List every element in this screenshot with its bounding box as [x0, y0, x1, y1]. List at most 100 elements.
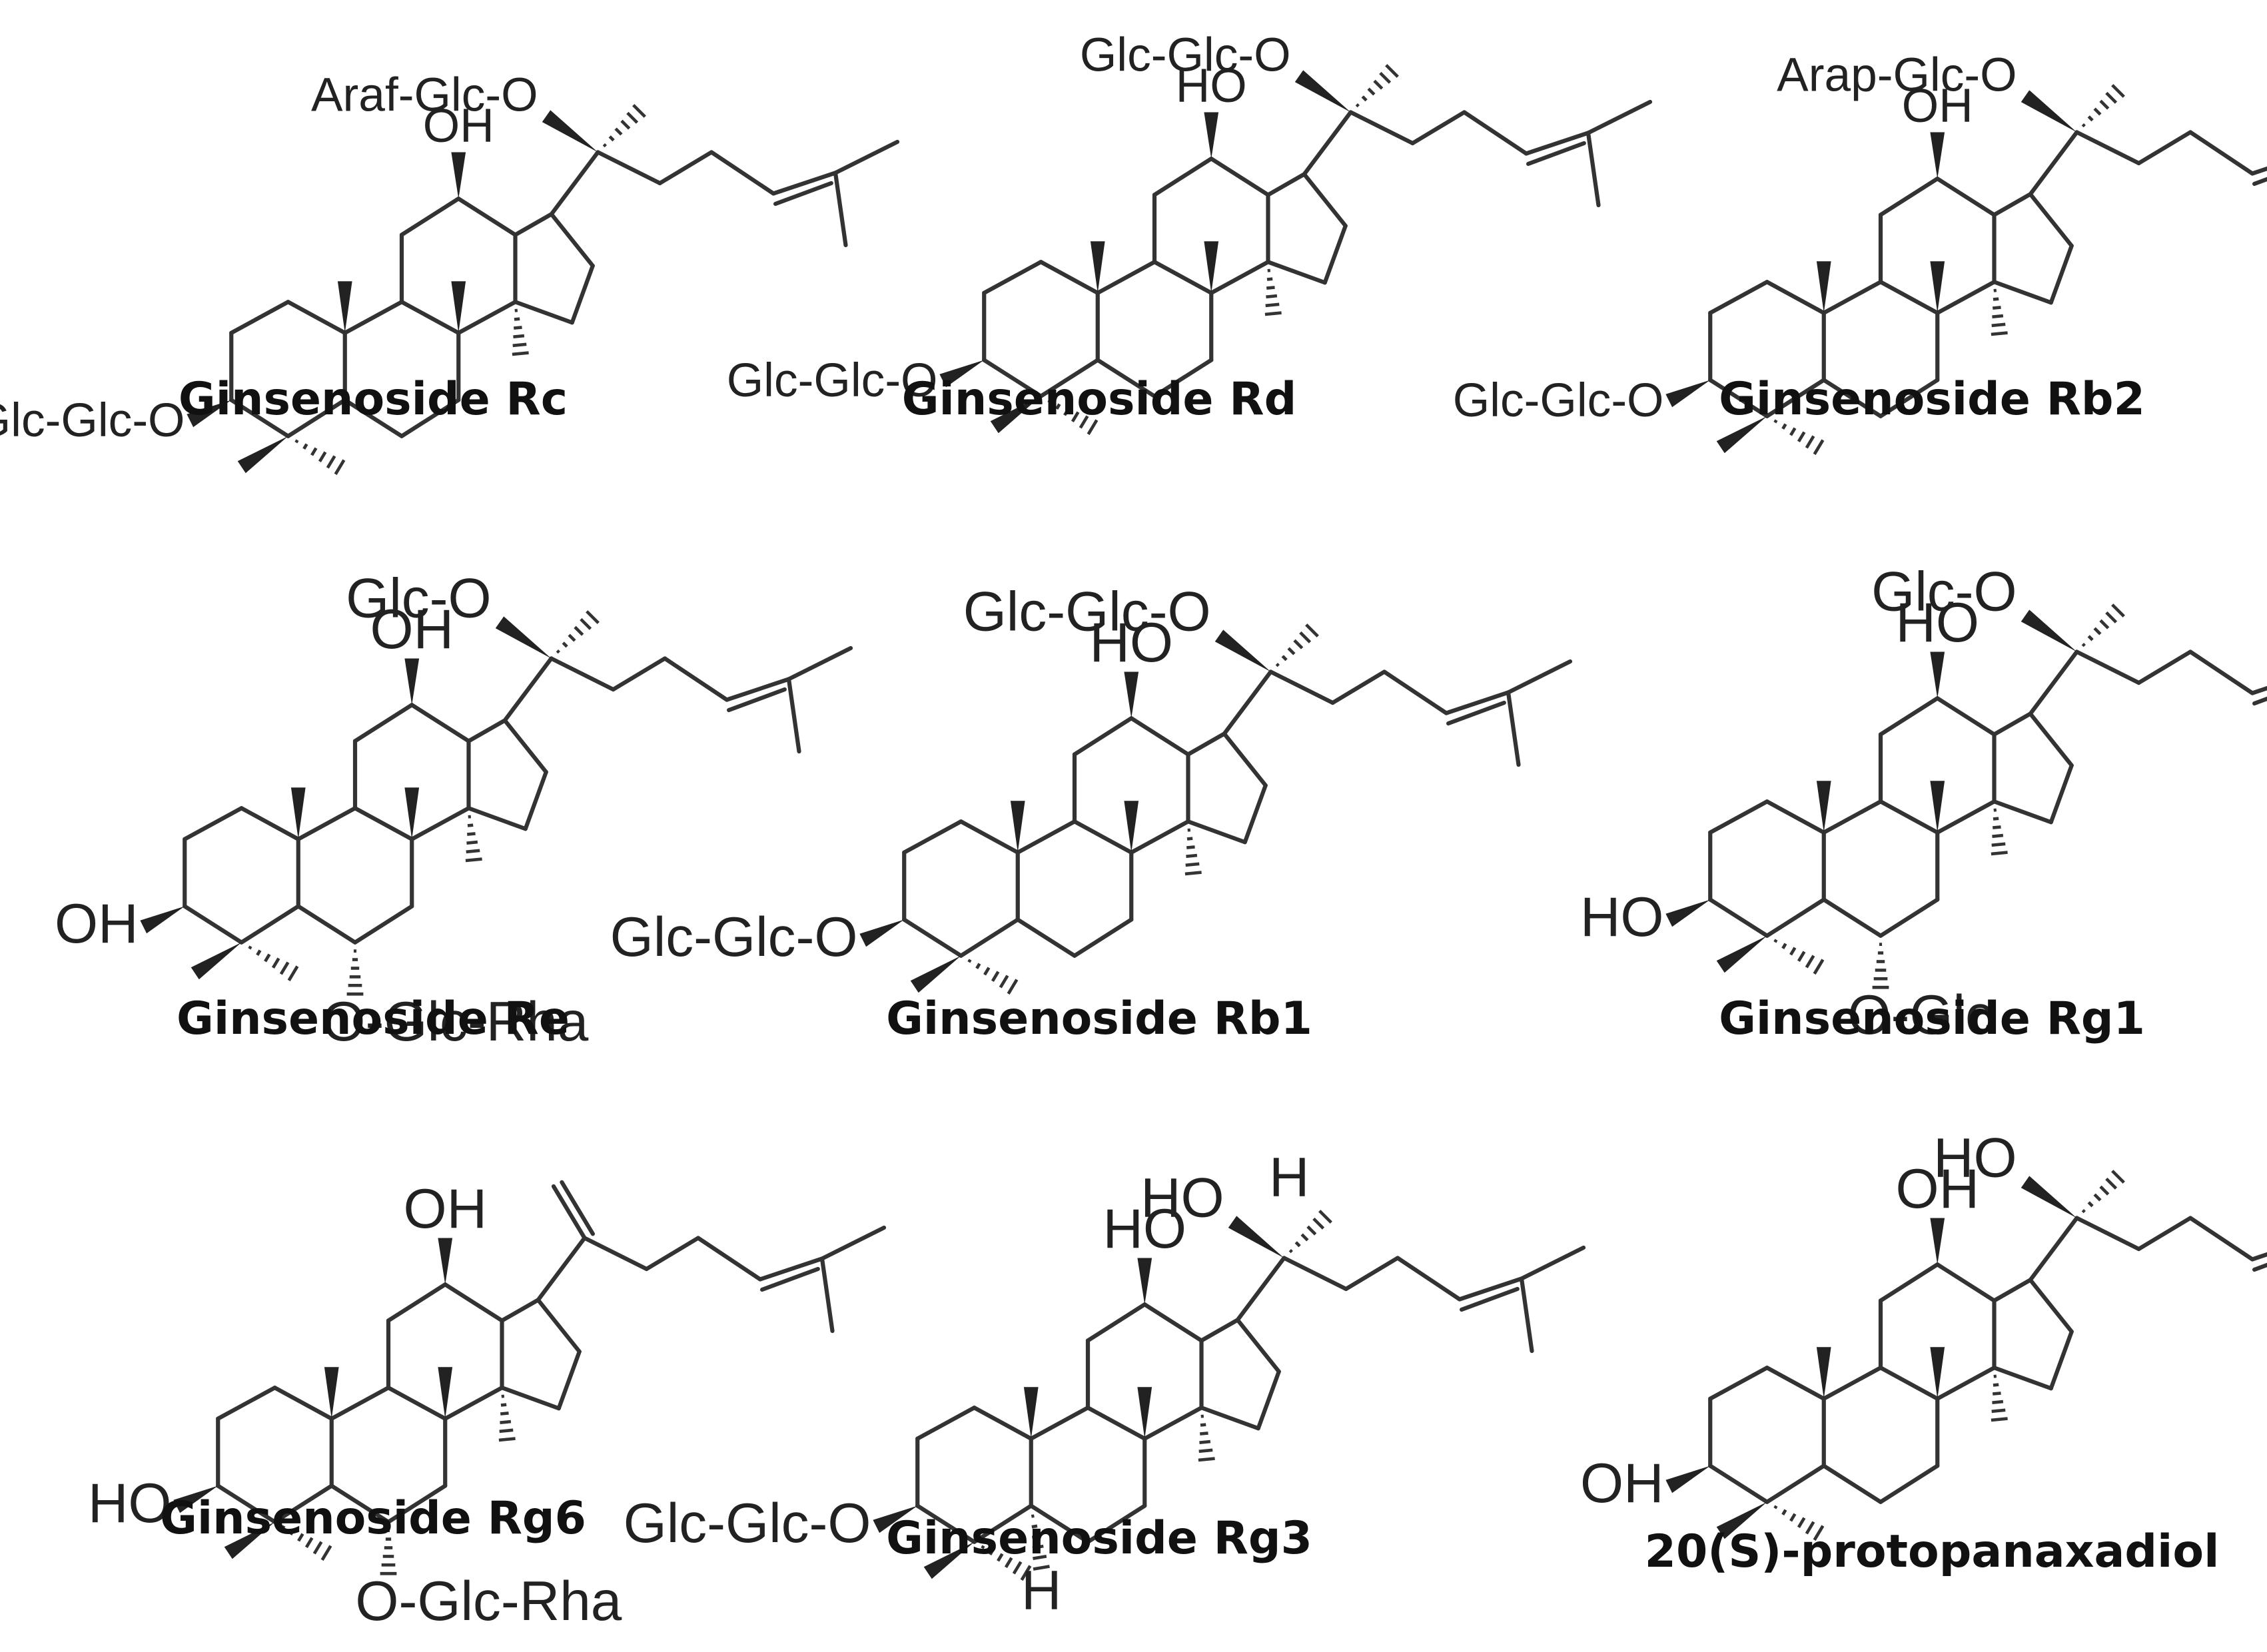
bond-c20-o: [2021, 90, 2077, 132]
methyl-c4b: [249, 947, 297, 981]
bond-c12-o: [438, 1238, 452, 1285]
compound-name: Ginsenoside Rg6: [73, 1492, 673, 1545]
skeleton-bonds: [185, 648, 851, 943]
methyl-c4a: [238, 436, 288, 474]
methyl-c4b: [296, 440, 344, 474]
bond-c20-o: [1228, 1216, 1284, 1258]
label-h20: H: [1269, 1146, 1309, 1208]
methyl-c20: [1276, 625, 1318, 666]
skeleton-bonds: [1710, 1208, 2267, 1502]
skeleton-bonds: [1710, 122, 2267, 416]
methyl-c10: [1817, 781, 1831, 833]
methyl-c4a: [911, 956, 961, 993]
label-c20: Glc-Glc-O: [963, 580, 1211, 643]
compound-name: Ginsenoside Rg1: [1632, 993, 2232, 1045]
bond-c3-o: [859, 920, 904, 947]
methyl-c20: [1356, 65, 1398, 107]
bond-c12-o: [451, 153, 466, 199]
methyl-c8: [1124, 801, 1138, 853]
compound-name: Ginsenoside Re: [73, 993, 673, 1045]
compound-name: Ginsenoside Rb1: [799, 993, 1399, 1045]
bond-c3-o: [1665, 1466, 1710, 1493]
label-c20: Araf-Glc-O: [311, 69, 538, 122]
bond-c12-o: [1930, 1218, 1945, 1265]
methyl-c10: [338, 281, 352, 333]
label-c3: HO: [1580, 885, 1664, 948]
bond-c20-o: [2021, 1176, 2077, 1218]
methyl-c8: [451, 281, 466, 333]
bond-c12-o: [1930, 133, 1945, 179]
bond-c20-o: [1215, 629, 1271, 671]
bond-c6-o: [1873, 945, 1889, 988]
methyl-c10: [324, 1367, 339, 1419]
skeleton-bonds: [904, 661, 1570, 956]
methyl-c8: [438, 1367, 452, 1419]
methyl-c14: [1185, 830, 1202, 874]
methyl-c8: [404, 787, 419, 839]
compound-name: Ginsenoside Rb2: [1632, 373, 2232, 426]
methyl-c20: [604, 105, 645, 147]
bond-c3-o: [1665, 900, 1710, 927]
methyl-c4a: [191, 943, 242, 980]
methyl-c4b: [1775, 940, 1823, 974]
label-c3: Glc-Glc-O: [610, 905, 858, 968]
label-c20: Glc-Glc-O: [1080, 29, 1291, 82]
label-c20: Arap-Glc-O: [1777, 49, 2017, 102]
label-h5: H: [1021, 1559, 1061, 1621]
label-c6: O-Glc-Rha: [355, 1569, 622, 1632]
methyl-c14: [1198, 1416, 1215, 1460]
methyl-c14: [1991, 1376, 2008, 1420]
bond-c12-o: [1204, 113, 1218, 159]
methyl-c14: [1991, 810, 2008, 854]
skeleton-bonds: [984, 102, 1650, 396]
bond-c20-o: [496, 616, 552, 658]
methyl-c20: [2082, 85, 2124, 127]
methyl-c14: [499, 1396, 516, 1440]
label-c20: HO: [1140, 1166, 1224, 1229]
methyl-c8: [1204, 241, 1218, 293]
methyl-c14: [1265, 270, 1282, 314]
bond-c20-o: [1295, 70, 1351, 112]
label-c12: OH: [403, 1177, 487, 1240]
methyl-c20: [2082, 1171, 2124, 1212]
label-c20: Glc-O: [1871, 560, 2017, 623]
methyl-c8: [1930, 1347, 1945, 1399]
bond-c20-o: [2021, 610, 2077, 651]
methyl-c14: [466, 817, 482, 861]
bond-c12-o: [1137, 1258, 1152, 1305]
methyl-c8: [1930, 261, 1945, 313]
methyl-c10: [1024, 1387, 1039, 1439]
bond-c3-o: [140, 907, 185, 934]
compound-name: 20(S)-protopanaxadiol: [1632, 1525, 2232, 1578]
methyl-c8: [1137, 1387, 1152, 1439]
skeleton-bonds: [1710, 641, 2267, 936]
methyl-c14: [512, 310, 529, 354]
label-c20: HO: [1933, 1126, 2017, 1189]
compound-grid: Glc-Glc-O OH Araf-Glc-O Ginsenoside Rc Glc-G…: [0, 0, 2267, 1599]
bond-c12-o: [404, 659, 419, 705]
methyl-c10: [1817, 1347, 1831, 1399]
skeleton-bonds: [218, 1182, 884, 1522]
bond-c20-o: [542, 110, 598, 152]
methyl-c4a: [1717, 936, 1767, 973]
methyl-c20: [1290, 1211, 1331, 1252]
methyl-c10: [1011, 801, 1025, 853]
methyl-c10: [1091, 241, 1105, 293]
methyl-c10: [291, 787, 306, 839]
bond-c12-o: [1124, 672, 1138, 719]
compound-name: Ginsenoside Rd: [799, 373, 1399, 426]
methyl-c20: [557, 612, 598, 653]
methyl-c14: [1991, 290, 2008, 334]
methyl-c10: [1817, 261, 1831, 313]
label-c3: OH: [55, 892, 139, 955]
methyl-c20: [2082, 605, 2124, 646]
label-c20: Glc-O: [346, 567, 492, 629]
methyl-c8: [1930, 781, 1945, 833]
bond-c12-o: [1930, 652, 1945, 699]
skeleton-bonds: [917, 1248, 1584, 1542]
label-c3: OH: [1580, 1451, 1664, 1514]
compound-name: Ginsenoside Rg3: [799, 1512, 1399, 1565]
bond-c6-o: [347, 951, 364, 995]
methyl-c4b: [969, 960, 1017, 994]
compound-name: Ginsenoside Rc: [73, 373, 673, 426]
